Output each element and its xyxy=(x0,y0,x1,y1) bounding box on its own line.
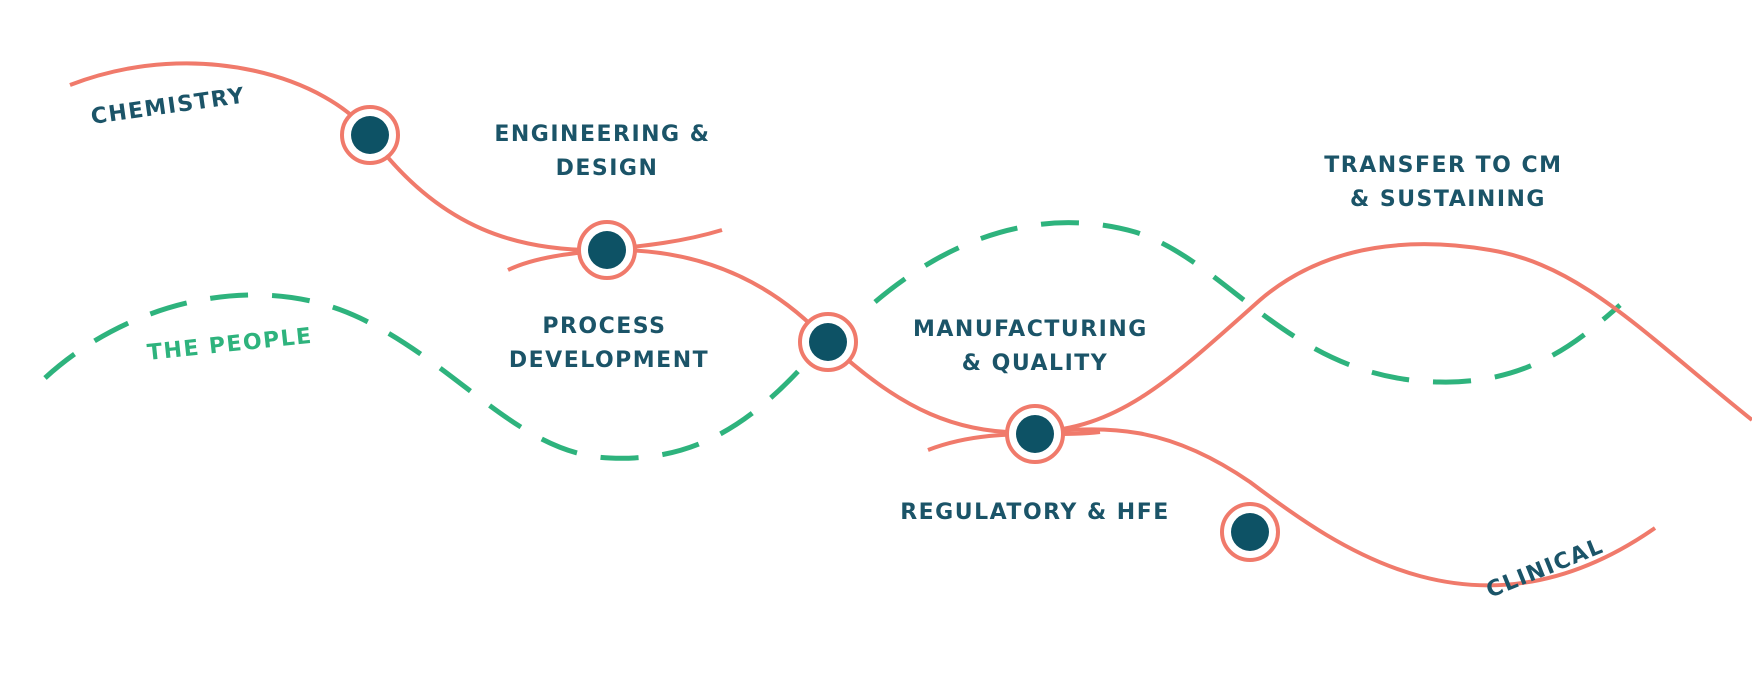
node-chemistry xyxy=(340,105,400,165)
curve-label-chemistry: CHEMISTRY xyxy=(89,84,247,130)
node-regulatory-hfe xyxy=(1220,502,1280,562)
stage-label-process-development: PROCESS DEVELOPMENT xyxy=(509,314,709,373)
people-wave-right xyxy=(873,220,1622,385)
node-process-development xyxy=(798,312,858,372)
node-manufacturing-quality xyxy=(1005,404,1065,464)
stage-label-transfer-cm: TRANSFER TO CM & SUSTAINING xyxy=(1324,153,1571,212)
stage-label-engineering-design: ENGINEERING & DESIGN xyxy=(494,122,719,181)
stage-label-regulatory-hfe: REGULATORY & HFE xyxy=(900,500,1170,525)
process-line-transfer xyxy=(1034,242,1752,434)
people-wave-left xyxy=(43,292,832,461)
stage-label-manufacturing-quality: MANUFACTURING & QUALITY xyxy=(913,317,1157,376)
curve-label-the-people: THE PEOPLE xyxy=(146,324,314,366)
node-engineering-design xyxy=(577,220,637,280)
curve-label-clinical: CLINICAL xyxy=(1483,534,1607,604)
